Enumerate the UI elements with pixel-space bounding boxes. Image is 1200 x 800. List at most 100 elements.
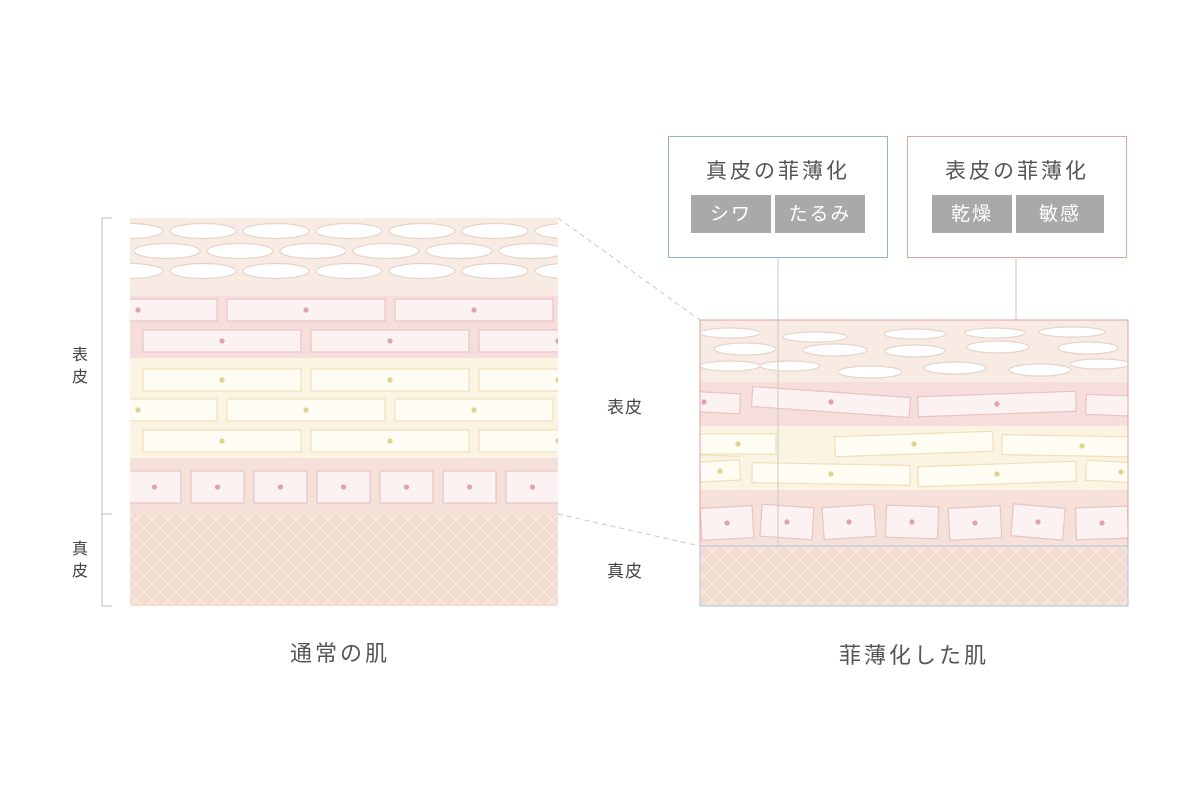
thinned-skin-illustration bbox=[699, 319, 1133, 607]
cell bbox=[478, 329, 558, 353]
cell-nucleus bbox=[151, 484, 158, 490]
flat-cell bbox=[169, 222, 237, 240]
flat-cell bbox=[966, 340, 1030, 354]
dermis-outline bbox=[699, 545, 1129, 607]
caption-normal-skin: 通常の肌 bbox=[289, 642, 390, 667]
cell bbox=[1085, 393, 1133, 419]
cell bbox=[142, 429, 302, 453]
flat-cell bbox=[1008, 363, 1072, 377]
cell bbox=[478, 429, 558, 453]
flat-cell bbox=[534, 263, 558, 279]
cell-nucleus bbox=[219, 438, 225, 444]
cell bbox=[310, 368, 470, 392]
flat-cell bbox=[572, 244, 638, 259]
cell-nucleus bbox=[1079, 443, 1085, 449]
cell-nucleus bbox=[277, 484, 284, 490]
cell-nucleus bbox=[1118, 469, 1124, 475]
cell-nucleus bbox=[828, 399, 834, 405]
cell-nucleus bbox=[135, 407, 141, 413]
cell bbox=[821, 503, 877, 541]
callout-title: 表皮の菲薄化 bbox=[945, 159, 1089, 183]
cell-nucleus bbox=[403, 484, 410, 490]
cell-nucleus bbox=[1128, 403, 1133, 408]
cell-nucleus bbox=[219, 377, 225, 383]
cell bbox=[750, 385, 912, 419]
flat-cell bbox=[133, 242, 201, 260]
flat-cell bbox=[884, 344, 946, 358]
flat-cell bbox=[461, 262, 529, 280]
flat-cell bbox=[461, 222, 529, 240]
cell bbox=[759, 503, 815, 541]
cell bbox=[316, 470, 371, 504]
flat-cell bbox=[534, 223, 558, 239]
cell-nucleus bbox=[387, 377, 393, 383]
zoom-connectors bbox=[557, 217, 701, 547]
cell bbox=[917, 390, 1077, 418]
cell-nucleus bbox=[911, 441, 917, 447]
flat-cell bbox=[964, 327, 1026, 339]
cell bbox=[226, 298, 386, 322]
cell bbox=[834, 430, 994, 458]
cell-nucleus bbox=[135, 307, 141, 313]
cell bbox=[142, 329, 302, 353]
cell-nucleus bbox=[303, 307, 309, 313]
cell-nucleus bbox=[994, 401, 1000, 407]
cell bbox=[917, 460, 1077, 488]
cell-nucleus bbox=[466, 484, 473, 490]
cell-nucleus bbox=[1035, 519, 1041, 525]
flat-cell bbox=[700, 327, 761, 339]
cell-nucleus bbox=[555, 438, 558, 444]
thin-epidermis-cells bbox=[700, 385, 1133, 541]
cell bbox=[394, 298, 554, 322]
flat-cell bbox=[352, 242, 420, 260]
callout-epidermis-thinning: 表皮の菲薄化 乾燥 敏感 bbox=[907, 136, 1127, 258]
cell bbox=[310, 429, 470, 453]
flat-cell bbox=[498, 242, 558, 260]
cell-nucleus bbox=[529, 484, 536, 490]
cell-nucleus bbox=[340, 484, 347, 490]
cell bbox=[394, 398, 554, 422]
flat-cell bbox=[759, 360, 821, 372]
tag-sensitivity: 敏感 bbox=[1016, 195, 1104, 233]
cell bbox=[478, 368, 558, 392]
cell-nucleus bbox=[972, 520, 978, 526]
callout-title: 真皮の菲薄化 bbox=[706, 159, 850, 183]
tag-sagging: たるみ bbox=[775, 195, 865, 233]
flat-cell bbox=[61, 244, 127, 259]
tag-wrinkles: シワ bbox=[691, 195, 771, 233]
flat-cell bbox=[206, 242, 274, 260]
side-label-dermis: 真皮 bbox=[607, 562, 643, 582]
flat-cell bbox=[425, 242, 493, 260]
cell-nucleus bbox=[387, 338, 393, 344]
cell bbox=[751, 462, 911, 486]
flat-cell bbox=[713, 342, 777, 356]
cell-nucleus bbox=[846, 519, 852, 525]
cell-nucleus bbox=[471, 407, 477, 413]
bracket-label-dermis: 真皮 bbox=[71, 539, 88, 580]
cell bbox=[700, 389, 742, 415]
cell bbox=[505, 470, 558, 504]
cell-nucleus bbox=[701, 399, 707, 405]
flat-cell bbox=[782, 331, 848, 343]
cell-nucleus bbox=[724, 520, 730, 526]
cell-nucleus bbox=[471, 307, 477, 313]
callout-dermis-thinning: 真皮の菲薄化 シワ たるみ bbox=[668, 136, 888, 258]
flat-cell bbox=[169, 262, 237, 280]
tag-dryness: 乾燥 bbox=[932, 195, 1012, 233]
cell bbox=[310, 329, 470, 353]
flat-cell bbox=[388, 262, 456, 280]
flat-cell bbox=[1038, 326, 1106, 338]
cell bbox=[1084, 459, 1128, 485]
flat-cell bbox=[923, 361, 987, 375]
cell bbox=[190, 470, 245, 504]
flat-cell bbox=[1057, 341, 1119, 355]
cell bbox=[142, 368, 302, 392]
caption-thinned-skin: 菲薄化した肌 bbox=[838, 644, 989, 669]
epidermis-dermis-bracket bbox=[101, 217, 112, 607]
cell bbox=[700, 505, 755, 541]
thin-stratum-corneum-cells bbox=[700, 326, 1128, 379]
flat-cell bbox=[242, 222, 310, 240]
cell-nucleus bbox=[828, 471, 834, 477]
cell bbox=[130, 398, 218, 422]
flat-cell bbox=[130, 262, 164, 280]
